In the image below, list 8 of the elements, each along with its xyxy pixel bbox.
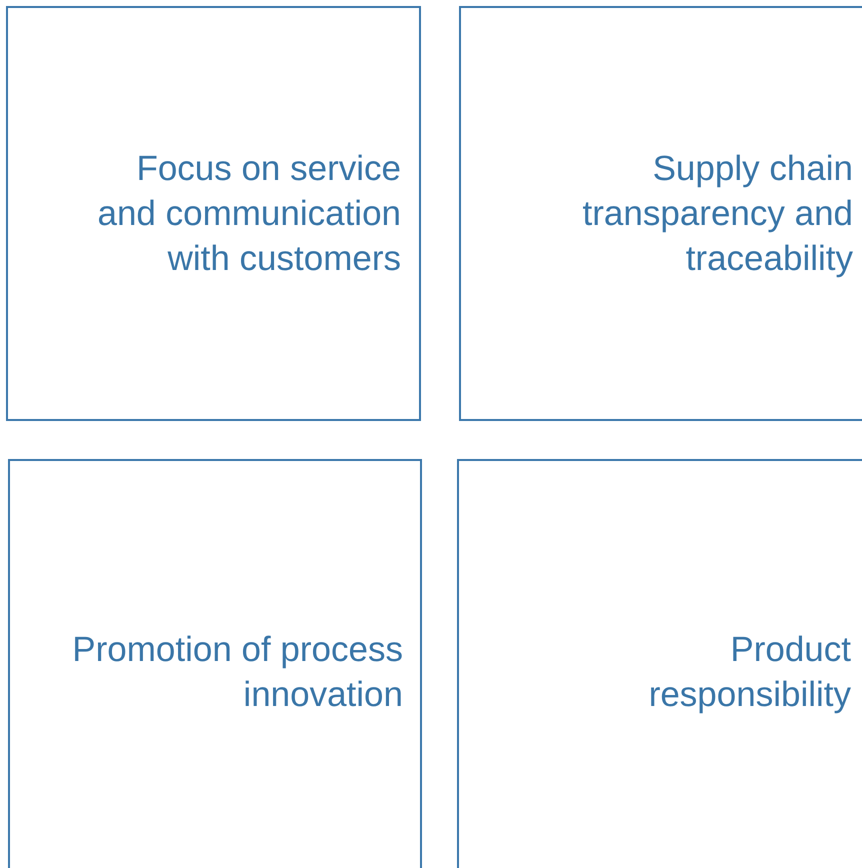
box-label: Promotion of process innovation [71, 629, 403, 716]
box-label: Supply chain transparency and traceability [582, 148, 853, 280]
text-box [459, 6, 862, 421]
text-box [8, 459, 422, 868]
box-label: Focus on service and communication with customers [96, 148, 401, 280]
text-box [6, 6, 421, 421]
text-box [457, 459, 862, 868]
box-label: Product responsibility [648, 629, 851, 716]
